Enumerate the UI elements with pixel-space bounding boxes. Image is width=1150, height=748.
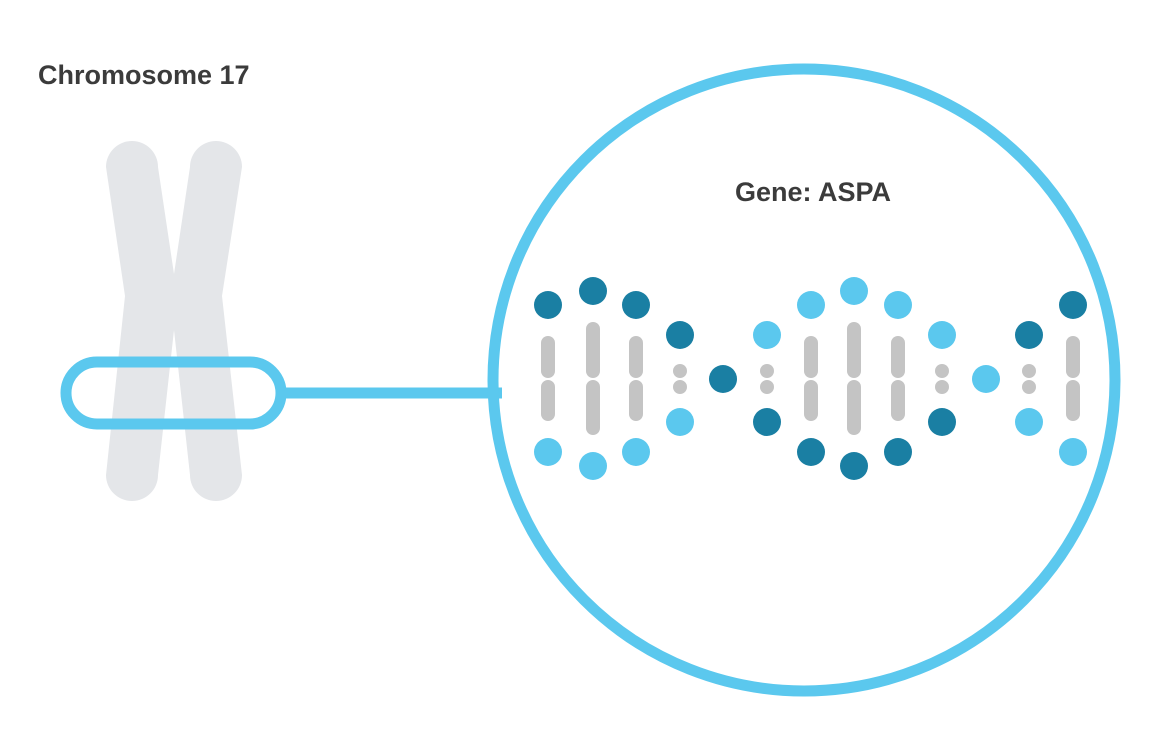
nucleotide-top bbox=[972, 365, 1000, 393]
nucleotide-bottom bbox=[840, 452, 868, 480]
nucleotide-top bbox=[797, 291, 825, 319]
dna-helix-icon bbox=[534, 277, 1087, 480]
nucleotide-top bbox=[1059, 291, 1087, 319]
nucleotide-top bbox=[1015, 321, 1043, 349]
nucleotide-bottom bbox=[666, 408, 694, 436]
nucleotide-bottom bbox=[622, 438, 650, 466]
highlight-band bbox=[60, 356, 287, 430]
nucleotide-top bbox=[840, 277, 868, 305]
base-pair-dot bbox=[1022, 364, 1036, 378]
nucleotide-bottom bbox=[884, 438, 912, 466]
nucleotide-top bbox=[579, 277, 607, 305]
base-pair-dot bbox=[1022, 380, 1036, 394]
base-pair-dot bbox=[673, 380, 687, 394]
nucleotide-bottom bbox=[534, 438, 562, 466]
nucleotide-bottom bbox=[753, 408, 781, 436]
nucleotide-top bbox=[622, 291, 650, 319]
nucleotide-bottom bbox=[928, 408, 956, 436]
nucleotide-bottom bbox=[579, 452, 607, 480]
chromosome-label: Chromosome 17 bbox=[38, 60, 250, 90]
base-pair-dot bbox=[760, 380, 774, 394]
base-pair-dot bbox=[673, 364, 687, 378]
nucleotide-bottom bbox=[1015, 408, 1043, 436]
nucleotide-bottom bbox=[797, 438, 825, 466]
nucleotide-top bbox=[753, 321, 781, 349]
nucleotide-top bbox=[709, 365, 737, 393]
base-pair-dot bbox=[935, 364, 949, 378]
nucleotide-top bbox=[534, 291, 562, 319]
nucleotide-bottom bbox=[1059, 438, 1087, 466]
chromosome-icon bbox=[106, 141, 242, 501]
nucleotide-top bbox=[666, 321, 694, 349]
gene-label: Gene: ASPA bbox=[735, 177, 891, 207]
base-pair-dot bbox=[760, 364, 774, 378]
magnifier-ring-icon bbox=[487, 63, 1121, 697]
nucleotide-top bbox=[884, 291, 912, 319]
nucleotide-top bbox=[928, 321, 956, 349]
base-pair-dot bbox=[935, 380, 949, 394]
